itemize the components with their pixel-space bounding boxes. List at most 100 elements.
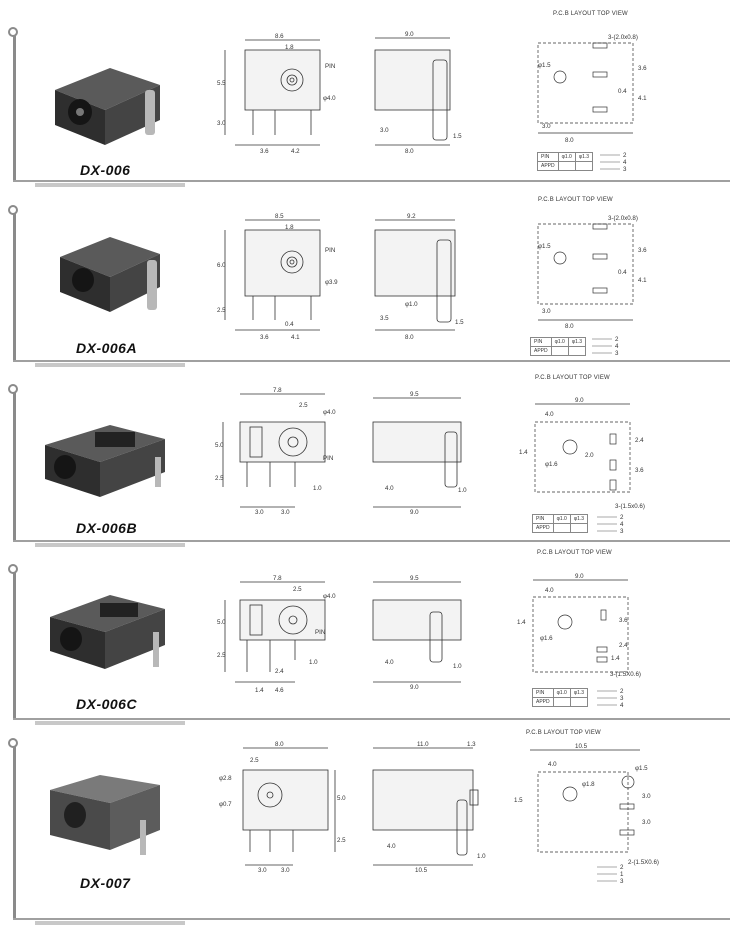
connector-photo	[50, 775, 160, 855]
pcb-holes: 3-(2.0x0.8)	[608, 215, 638, 222]
dim-length: 11.0	[417, 741, 429, 748]
dim-pitch-1: 3.6	[260, 334, 269, 341]
dim-c: 1.5	[453, 133, 462, 140]
dim-b: 9.0	[410, 509, 419, 516]
section-rail	[13, 393, 16, 542]
pin-label: PIN	[325, 63, 335, 70]
pcb-layout-drawing: 3-(2.0x0.8) φ1.5 3.6 0.4 4.1 3.0 8.0	[537, 34, 647, 144]
dim-height-2: 3.0	[217, 120, 226, 127]
front-view-drawing: 7.8 2.5 φ4.0 PIN 5.0 2.5 2.4 1.4 4.6 1.0	[217, 575, 336, 694]
dim-offset: 2.5	[299, 402, 308, 409]
pcb-layout-drawing: 10.5 4.0 φ1.8 φ1.5 1.5 3.0 3.0 2-(1.5X0.…	[514, 743, 659, 866]
pcb-layout-drawing: 9.0 4.0 φ1.6 1.4 3.6 2.4 1.4 3-(1.5X0.6)	[517, 573, 641, 678]
dim-pitch-0: 0.4	[285, 321, 294, 328]
section-divider	[13, 540, 730, 542]
front-view-drawing: 8.0 2.5 φ2.8 φ0.7 5.0 2.5 3.0 3.0	[219, 741, 346, 874]
dim-width: 8.6	[275, 33, 284, 40]
pcb-v3: 3.0	[642, 819, 651, 826]
dim-length: 9.5	[410, 391, 419, 398]
dim-pitch-0: 2.4	[275, 668, 284, 675]
dim-width: 8.5	[275, 213, 284, 220]
dim-pin-offset: 1.8	[285, 224, 294, 231]
dim-b: 8.0	[405, 148, 414, 155]
svg-text:4: 4	[623, 159, 627, 166]
section-divider	[13, 360, 730, 362]
dim-width: 8.0	[275, 741, 284, 748]
section-underline	[35, 721, 185, 725]
pcb-layout-title: P.C.B LAYOUT TOP VIEW	[538, 197, 613, 203]
dim-pitch-3: 1.0	[309, 659, 318, 666]
pin-legend: 2 1 3	[597, 864, 624, 885]
pcb-v2: 3.0	[642, 793, 651, 800]
pcb-holes: 3-(2.0x0.8)	[608, 34, 638, 41]
connector-photo	[55, 68, 160, 145]
dim-b: 9.0	[410, 684, 419, 691]
pcb-v3: 2.4	[619, 642, 628, 649]
svg-text:4: 4	[615, 343, 619, 350]
pcb-v1: 1.5	[514, 797, 523, 804]
pcb-holes: 3-(1.5X0.6)	[610, 671, 641, 678]
front-view-drawing: 8.5 1.8 PIN φ3.9 6.0 2.5 0.4 3.6 4.1	[217, 213, 338, 341]
pcb-v1: 3.6	[638, 247, 647, 254]
dim-e: 1.3	[467, 741, 476, 748]
pcb-h1: 3.0	[542, 308, 551, 315]
dim-height-2: 2.5	[215, 475, 224, 482]
svg-text:2: 2	[620, 514, 624, 521]
pcb-width: 10.5	[575, 743, 588, 750]
pcb-h2: 8.0	[565, 137, 574, 144]
dim-a: 4.0	[385, 485, 394, 492]
pcb-v3: 2.4	[635, 437, 644, 444]
pcb-v2: 0.4	[618, 269, 627, 276]
pcb-width: 9.0	[575, 397, 584, 404]
pcb-v3: 4.1	[638, 95, 647, 102]
pcb-layout-title: P.C.B LAYOUT TOP VIEW	[535, 375, 610, 381]
section-divider	[13, 918, 730, 920]
svg-text:2: 2	[620, 864, 624, 871]
model-label: DX-006B	[76, 520, 138, 536]
section-rail	[13, 214, 16, 362]
pcb-h1: 3.0	[542, 123, 551, 130]
pcb-diameter: φ1.6	[545, 461, 558, 468]
dim-height-2: 2.5	[217, 652, 226, 659]
dim-pitch-2: 4.1	[291, 334, 300, 341]
dim-c: 1.0	[477, 853, 486, 860]
dim-height-1: 5.0	[337, 795, 346, 802]
pin-label: PIN	[325, 247, 335, 254]
dim-height-1: 5.0	[215, 442, 224, 449]
side-view-drawing: 9.0 3.0 8.0 1.5	[374, 31, 462, 155]
model-label: DX-006A	[76, 340, 138, 356]
pcb-layout-title: P.C.B LAYOUT TOP VIEW	[553, 11, 628, 17]
pcb-holes: 3-(1.5x0.6)	[615, 503, 645, 510]
section-dx-006c: DX-006C 7.8 2.5 φ4.0 PIN 5.0 2.5 2.4 1.4…	[0, 542, 730, 725]
dim-b: 10.5	[415, 867, 428, 874]
svg-text:2: 2	[615, 336, 619, 343]
dim-diameter-1: φ2.8	[219, 775, 232, 782]
dim-length: 9.5	[410, 575, 419, 582]
dim-a: 3.5	[380, 315, 389, 322]
dim-pitch-2: 3.0	[281, 867, 290, 874]
dim-diameter: φ4.0	[323, 593, 336, 600]
pcb-diameter: φ1.6	[540, 635, 553, 642]
model-label: DX-007	[80, 875, 131, 891]
dim-width: 7.8	[273, 575, 282, 582]
dim-height-1: 5.0	[217, 619, 226, 626]
pcb-layout-drawing: 3-(2.0x0.8) φ1.5 3.6 0.4 4.1 3.0 8.0	[537, 215, 647, 330]
pcb-width: 9.0	[575, 573, 584, 580]
dim-offset: 2.5	[293, 586, 302, 593]
dim-pitch-1: 3.6	[260, 148, 269, 155]
pcb-diameter: φ1.5	[538, 243, 551, 250]
pcb-v3: 4.1	[638, 277, 647, 284]
dim-b: 8.0	[405, 334, 414, 341]
svg-text:3: 3	[620, 695, 624, 702]
section-dx-007: DX-007 8.0 2.5 φ2.8 φ0.7 5.0 2.5 3.0 3.0	[0, 720, 730, 925]
dim-c: 1.0	[453, 663, 462, 670]
pin-label: PIN	[323, 455, 333, 462]
section-dx-006a: DX-006A 8.5 1.8 PIN φ3.9 6.0 2.5 0.4 3.6…	[0, 182, 730, 367]
svg-text:3: 3	[615, 350, 619, 357]
svg-text:3: 3	[620, 878, 624, 885]
svg-text:3: 3	[623, 166, 627, 173]
pcb-v4: 3.6	[635, 467, 644, 474]
dim-a: 4.0	[387, 843, 396, 850]
side-view-drawing: 9.2 φ1.0 3.5 8.0 1.5	[374, 213, 464, 341]
